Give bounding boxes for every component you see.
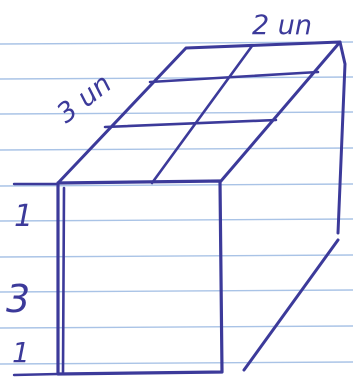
top-grid-line-3 xyxy=(150,44,254,185)
top-face xyxy=(56,40,342,185)
top-grid-line-2 xyxy=(103,118,278,129)
right-face-back-edge xyxy=(336,40,347,235)
front-face-inner-edge xyxy=(61,186,66,374)
front-face xyxy=(56,179,224,376)
top-left-edge-label: 3 un xyxy=(51,68,117,129)
top-right-edge-label: 2 un xyxy=(252,10,312,41)
top-grid-line-1 xyxy=(148,70,320,84)
left-segment-middle-label: 3 xyxy=(6,277,30,321)
left-segment-top-label: 1 xyxy=(14,199,33,234)
right-face-bottom-edge xyxy=(242,238,340,372)
box-sketch xyxy=(12,40,347,377)
left-segment-bottom-label: 1 xyxy=(12,336,30,369)
dimension-tick-bottom xyxy=(12,372,60,377)
